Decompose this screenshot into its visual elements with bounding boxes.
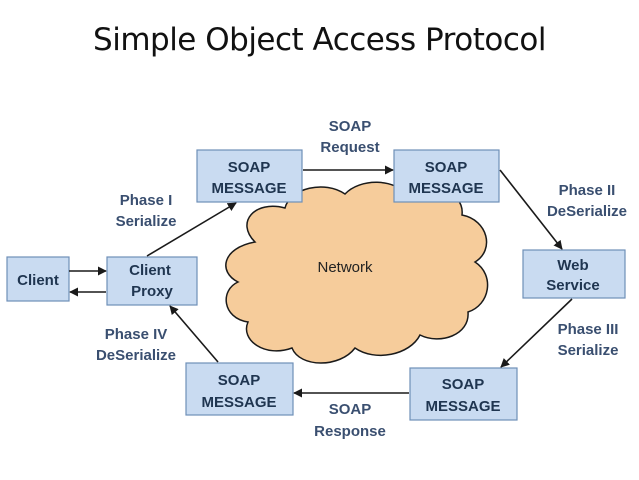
- phase3-line2: Serialize: [558, 342, 619, 359]
- web-service-line2: Service: [546, 277, 599, 294]
- soap-message-bottom-right: SOAP MESSAGE: [409, 367, 518, 421]
- soap-request-line1: SOAP: [329, 118, 372, 135]
- soap-bottom-left-line1: SOAP: [218, 372, 261, 389]
- soap-top-right-line1: SOAP: [425, 159, 468, 176]
- soap-top-left-line1: SOAP: [228, 159, 271, 176]
- phase1-line2: Serialize: [116, 213, 177, 230]
- client-node: Client: [6, 256, 70, 302]
- soap-bottom-right-line1: SOAP: [442, 376, 485, 393]
- soap-message-bottom-left: SOAP MESSAGE: [185, 362, 294, 416]
- phase1-line1: Phase I: [120, 192, 173, 209]
- soap-top-left-line2: MESSAGE: [211, 180, 286, 197]
- client-label: Client: [17, 272, 59, 289]
- arrow-phase3-serialize: [500, 298, 573, 368]
- soap-top-right-line2: MESSAGE: [408, 180, 483, 197]
- soap-response-line2: Response: [314, 423, 386, 440]
- client-proxy-line1: Client: [129, 262, 171, 279]
- soap-request-line2: Request: [320, 139, 379, 156]
- soap-message-top-right: SOAP MESSAGE: [393, 149, 500, 203]
- network-cloud: Network: [225, 181, 489, 364]
- soap-bottom-right-line2: MESSAGE: [425, 398, 500, 415]
- soap-message-top-left: SOAP MESSAGE: [196, 149, 303, 203]
- network-label: Network: [317, 259, 373, 276]
- phase4-line1: Phase IV: [105, 326, 168, 343]
- soap-bottom-left-line2: MESSAGE: [201, 394, 276, 411]
- arrow-phase1-serialize: [146, 202, 237, 257]
- phase3-line1: Phase III: [558, 321, 619, 338]
- client-proxy-line2: Proxy: [131, 283, 173, 300]
- diagram-title: Simple Object Access Protocol: [93, 22, 546, 58]
- phase2-line1: Phase II: [559, 182, 616, 199]
- arrows: [69, 165, 573, 398]
- phase4-line2: DeSerialize: [96, 347, 176, 364]
- web-service-line1: Web: [557, 257, 588, 274]
- web-service-node: Web Service: [522, 249, 626, 299]
- flow-labels: SOAP Request Phase I Serialize Phase II …: [96, 118, 627, 440]
- arrow-phase4-deserialize: [169, 305, 219, 363]
- client-proxy-node: Client Proxy: [106, 256, 198, 306]
- phase2-line2: DeSerialize: [547, 203, 627, 220]
- soap-response-line1: SOAP: [329, 401, 372, 418]
- cloud-shape: [225, 181, 489, 364]
- arrow-phase2-deserialize: [499, 169, 563, 250]
